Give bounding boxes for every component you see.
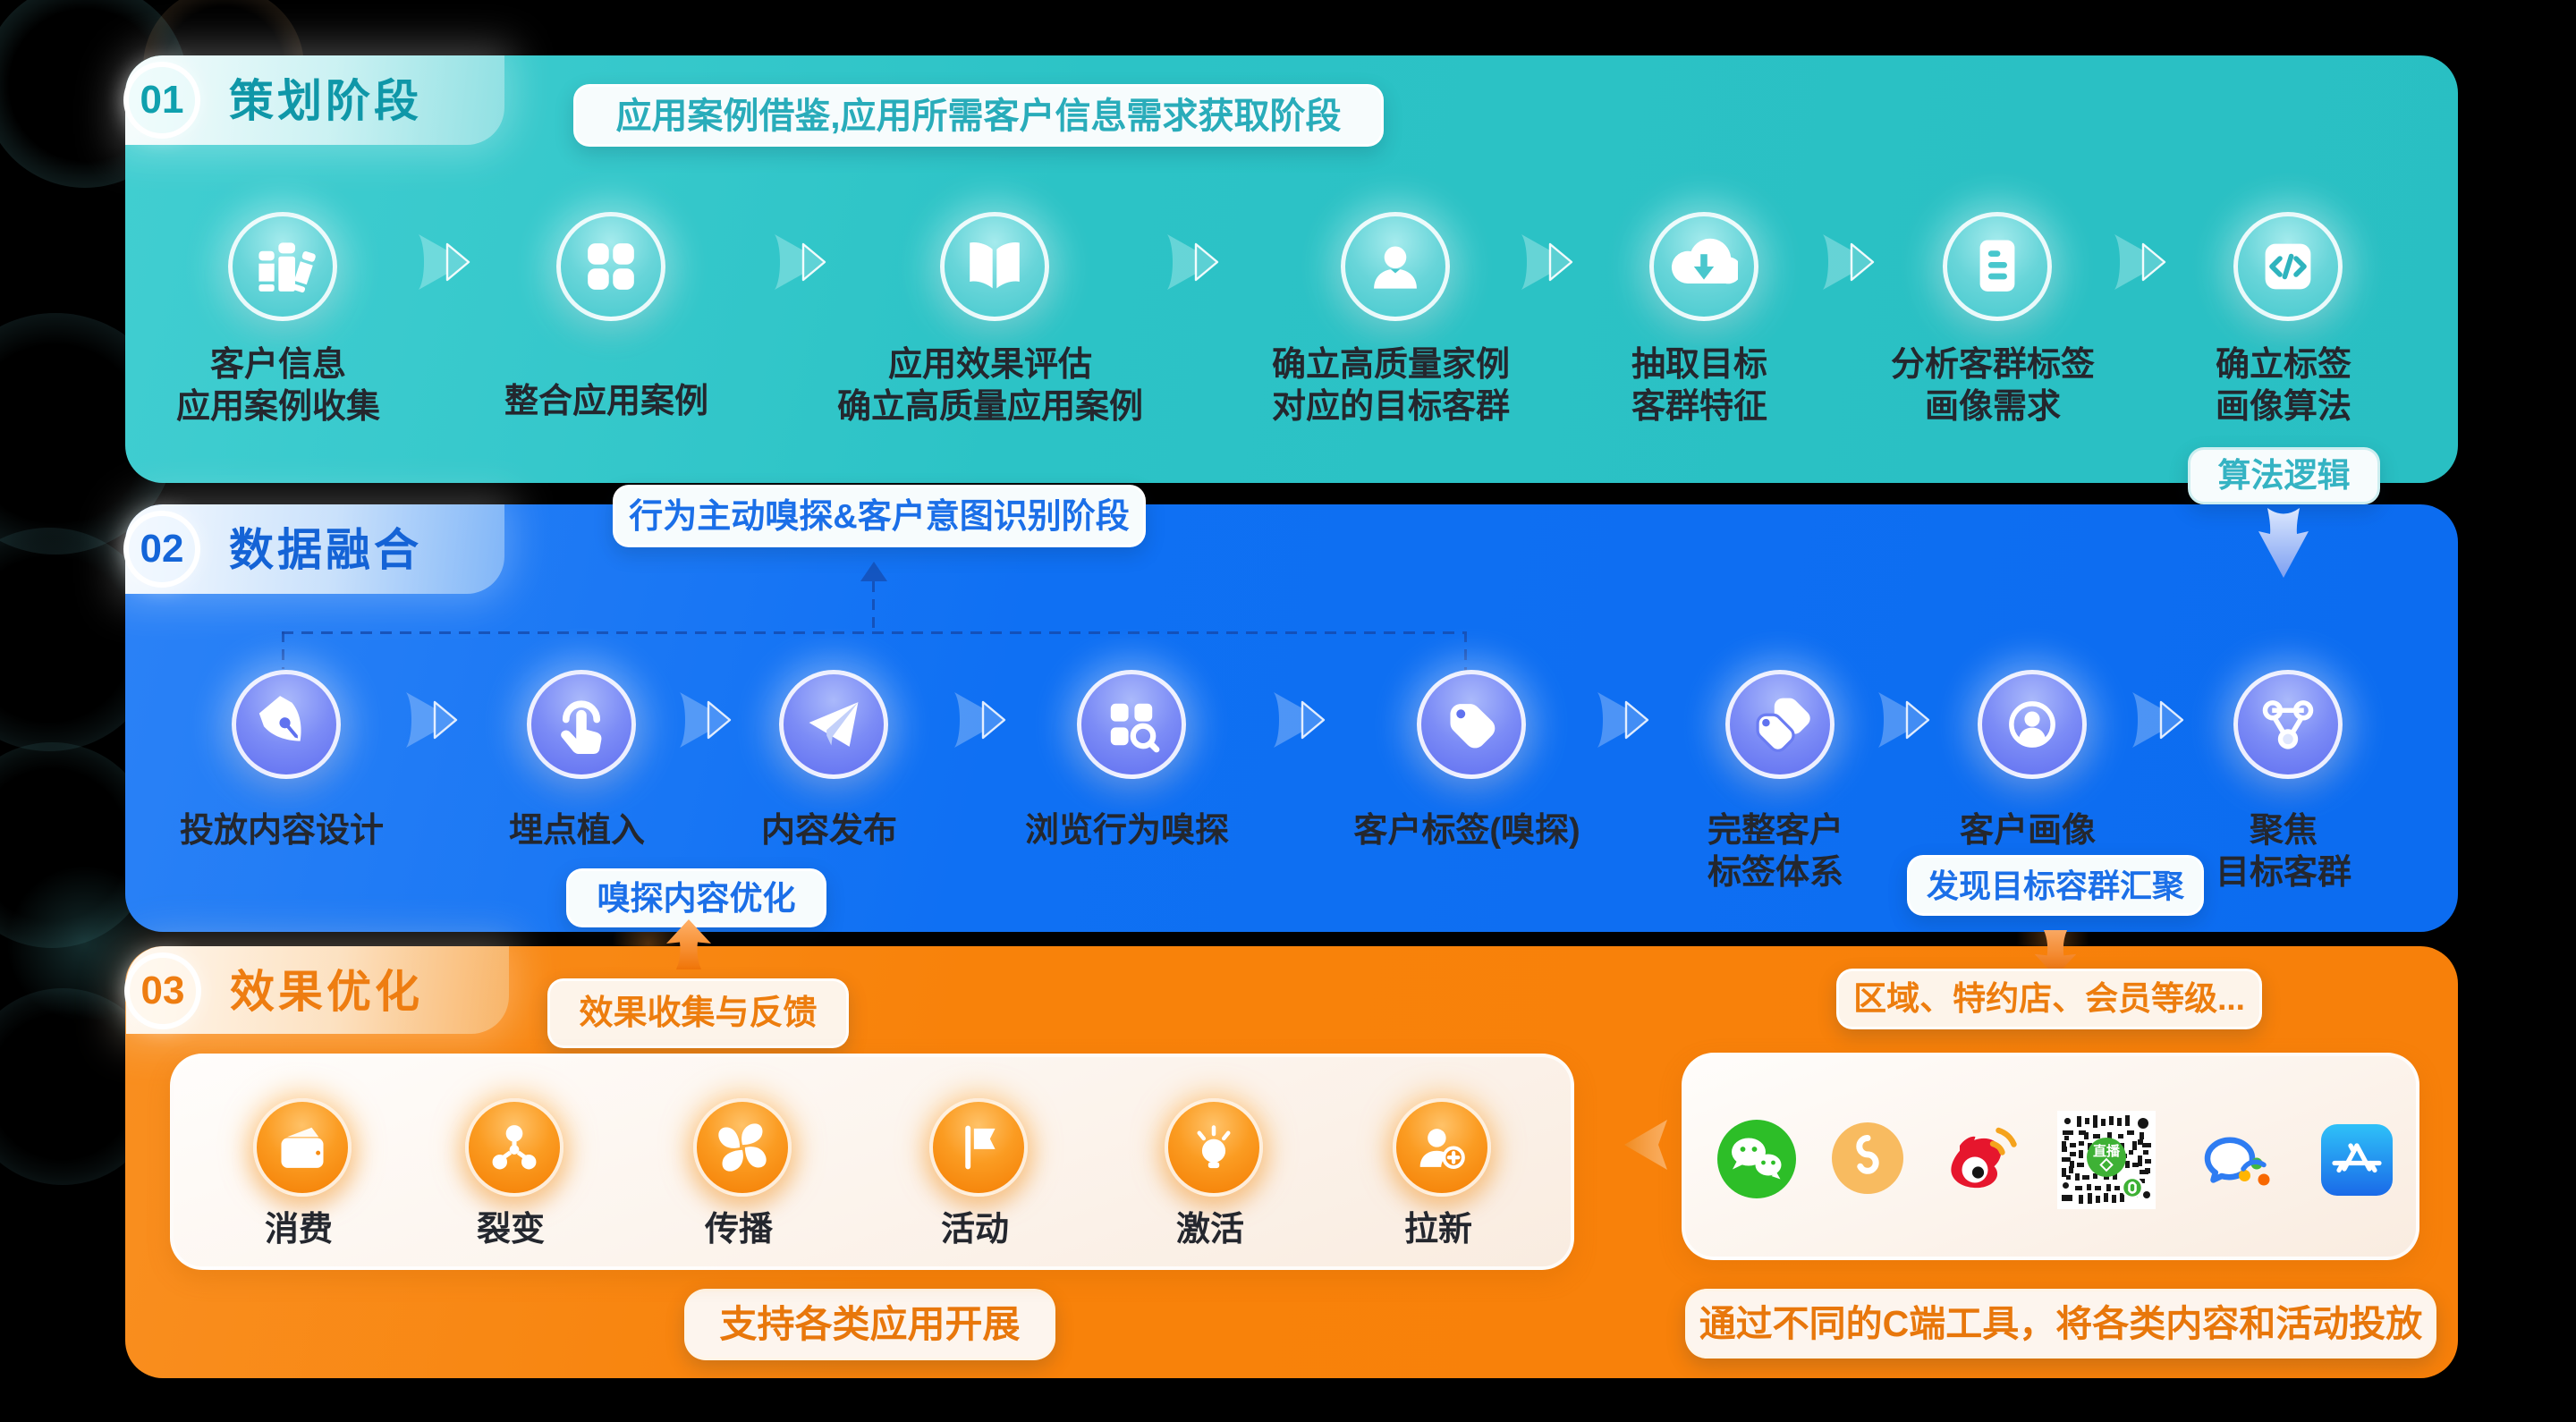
svg-text:直播: 直播 — [2093, 1143, 2121, 1159]
